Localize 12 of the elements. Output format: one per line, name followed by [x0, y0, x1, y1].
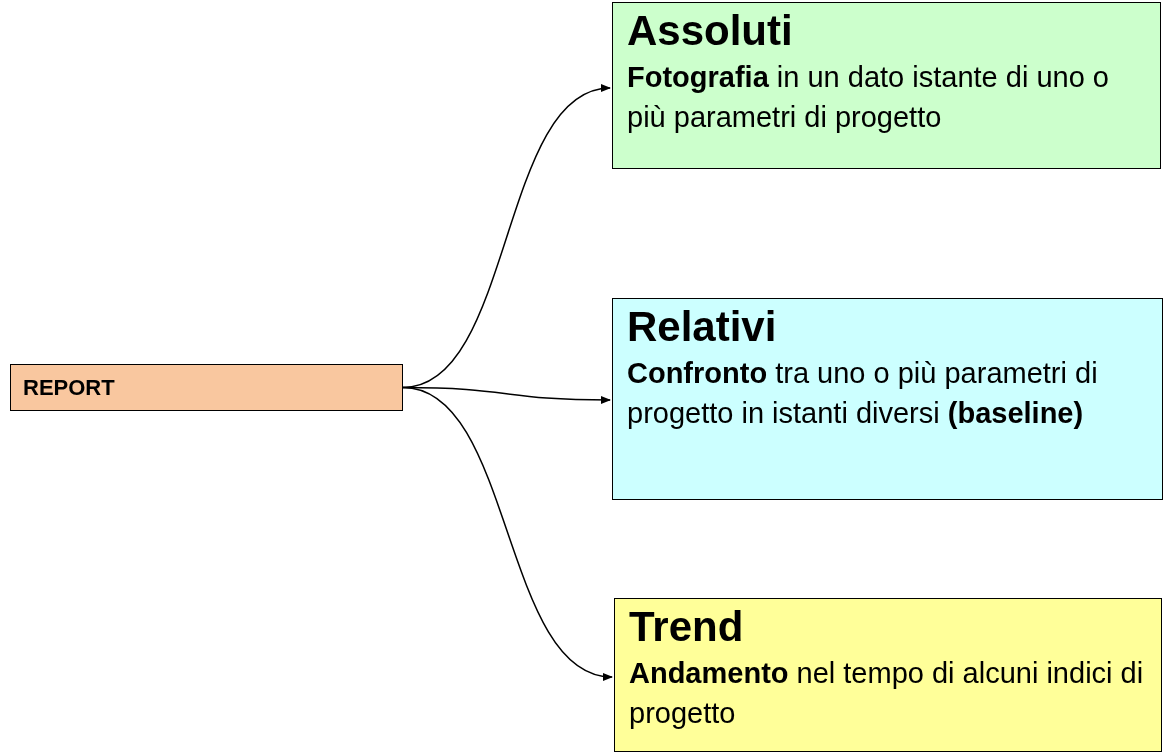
box-heading: Relativi — [627, 302, 778, 352]
curved-arrow — [402, 386, 613, 679]
box-description: Confronto tra uno o più parametri di progetto in istanti diversi (baseline) — [627, 356, 1099, 431]
box-heading: Assoluti — [627, 6, 794, 56]
box-description: Fotografia in un dato istante di uno o più parametri di progetto — [627, 60, 1110, 135]
process-box — [10, 364, 403, 411]
category-box — [612, 2, 1161, 169]
box-description: Andamento nel tempo di alcuni indici di progetto — [629, 656, 1145, 731]
box-label: REPORT — [23, 374, 115, 402]
box-heading: Trend — [629, 602, 745, 652]
category-box — [612, 298, 1163, 500]
category-box — [614, 598, 1162, 752]
